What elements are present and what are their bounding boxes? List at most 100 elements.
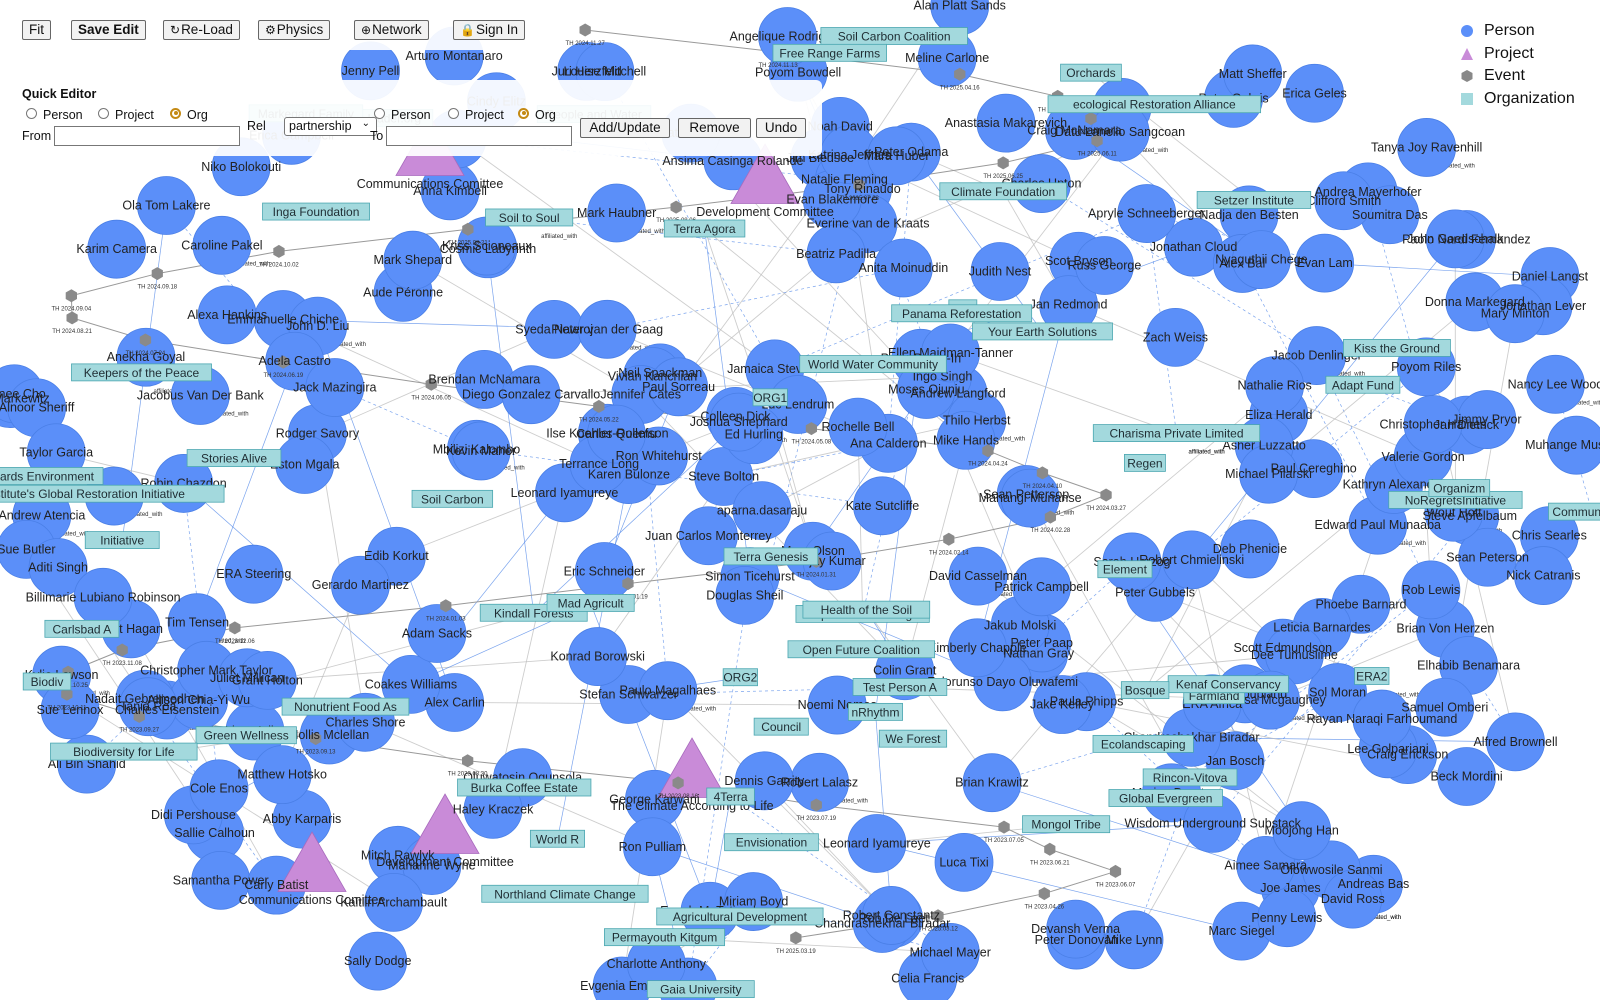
add-update-button[interactable]: Add/Update: [580, 118, 670, 138]
person-node[interactable]: [867, 126, 927, 186]
organization-node[interactable]: Stories Alive: [186, 449, 282, 467]
person-node[interactable]: [1514, 546, 1573, 605]
organization-node[interactable]: Mad Agricult: [546, 594, 635, 612]
person-node[interactable]: [1485, 284, 1545, 344]
person-node[interactable]: [1117, 184, 1177, 243]
organization-node[interactable]: ORG2: [722, 668, 758, 687]
person-node[interactable]: [1425, 209, 1485, 269]
event-node[interactable]: [998, 820, 1010, 834]
save-edit-button[interactable]: Save Edit: [71, 20, 146, 40]
to-type-org-radio[interactable]: Org: [518, 107, 556, 122]
organization-node[interactable]: Charisma Private Limited: [1092, 424, 1261, 442]
person-node[interactable]: [1397, 118, 1457, 177]
event-node[interactable]: [151, 267, 163, 281]
organization-node[interactable]: Mongol Tribe: [1022, 815, 1111, 834]
organization-node[interactable]: nRhythm: [847, 702, 903, 721]
from-input[interactable]: [54, 126, 240, 146]
person-node[interactable]: [1547, 415, 1600, 475]
person-node[interactable]: [451, 421, 511, 481]
event-node[interactable]: [672, 776, 684, 790]
person-node[interactable]: [28, 538, 88, 597]
organization-node[interactable]: World Water Community: [799, 355, 947, 373]
organization-node[interactable]: Soil Carbon: [411, 489, 494, 508]
person-node[interactable]: [224, 544, 284, 604]
person-node[interactable]: [364, 872, 424, 932]
person-node[interactable]: [853, 476, 912, 536]
organization-node[interactable]: Organizm: [1428, 479, 1491, 497]
person-node[interactable]: [934, 832, 994, 892]
organization-node[interactable]: ORG1: [752, 388, 788, 407]
from-type-org-radio[interactable]: Org: [170, 107, 208, 122]
organization-node[interactable]: Adapt Fund: [1325, 375, 1401, 394]
relationship-select[interactable]: partnership ⌄: [284, 117, 377, 136]
event-node[interactable]: [982, 444, 994, 458]
event-node[interactable]: [1038, 887, 1050, 901]
organization-node[interactable]: Your Earth Solutions: [972, 322, 1113, 341]
event-node[interactable]: [65, 289, 77, 303]
person-node[interactable]: [305, 358, 365, 417]
organization-node[interactable]: World R: [529, 829, 585, 848]
person-node[interactable]: [1000, 468, 1060, 528]
organization-node[interactable]: Soil Carbon Coalition: [820, 27, 968, 45]
person-node[interactable]: [1032, 675, 1092, 734]
person-node[interactable]: [1323, 869, 1383, 929]
event-node[interactable]: [670, 200, 682, 214]
person-node[interactable]: [732, 481, 792, 541]
organization-node[interactable]: Envisionation: [724, 833, 819, 852]
person-node[interactable]: [1236, 836, 1296, 895]
organization-node[interactable]: Climate Foundation: [939, 182, 1068, 201]
person-node[interactable]: [873, 238, 933, 298]
person-node[interactable]: [1245, 356, 1305, 415]
project-node[interactable]: [277, 831, 347, 892]
event-node[interactable]: [805, 422, 817, 436]
event-node[interactable]: [229, 621, 241, 635]
event-node[interactable]: [116, 643, 128, 657]
person-node[interactable]: [847, 814, 907, 873]
event-node[interactable]: [579, 23, 591, 37]
event-node[interactable]: [1036, 466, 1049, 480]
person-node[interactable]: [1486, 712, 1545, 772]
person-node[interactable]: [189, 759, 249, 819]
organization-node[interactable]: Towards Environment: [0, 467, 104, 485]
person-node[interactable]: [1295, 233, 1355, 293]
organization-node[interactable]: Council: [753, 717, 809, 736]
event-node[interactable]: [1044, 842, 1056, 856]
organization-node[interactable]: Northland Climate Change: [481, 884, 649, 903]
event-node[interactable]: [622, 577, 634, 591]
organization-node[interactable]: Gaia University: [646, 980, 755, 999]
organization-node[interactable]: Keepers of the Peace: [71, 363, 212, 382]
event-node[interactable]: [1085, 112, 1097, 126]
person-node[interactable]: [118, 677, 178, 737]
person-node[interactable]: [1257, 888, 1317, 948]
person-node[interactable]: [1239, 444, 1298, 504]
person-node[interactable]: [137, 176, 196, 235]
person-node[interactable]: [1308, 663, 1368, 722]
organization-node[interactable]: Terra Genesis: [723, 547, 819, 566]
event-node[interactable]: [932, 909, 944, 923]
person-node[interactable]: [383, 230, 443, 290]
person-node[interactable]: [1285, 63, 1344, 123]
organization-node[interactable]: Green Wellness: [195, 726, 297, 745]
person-node[interactable]: [192, 215, 252, 275]
person-node[interactable]: [709, 392, 769, 452]
organization-node[interactable]: Rincon-Vitova: [1142, 768, 1238, 787]
event-node[interactable]: [462, 222, 474, 236]
reload-button[interactable]: ↻Re-Load: [163, 20, 240, 40]
event-node[interactable]: [1091, 134, 1103, 148]
undo-button[interactable]: Undo: [756, 118, 806, 138]
organization-node[interactable]: Inga Foundation: [262, 202, 370, 221]
person-node[interactable]: [715, 565, 775, 625]
person-node[interactable]: [568, 627, 628, 686]
organization-node[interactable]: Element: [1097, 560, 1153, 579]
person-node[interactable]: [1075, 236, 1134, 295]
person-node[interactable]: [87, 219, 147, 279]
person-node[interactable]: [970, 242, 1030, 301]
person-node[interactable]: [679, 506, 738, 566]
organization-node[interactable]: ERA2: [1354, 667, 1390, 685]
person-node[interactable]: [649, 357, 708, 417]
organization-node[interactable]: Test Person A: [852, 678, 948, 696]
from-type-person-radio[interactable]: Person: [26, 107, 83, 122]
person-node[interactable]: [976, 93, 1036, 153]
person-node[interactable]: [1232, 230, 1291, 290]
person-node[interactable]: [1437, 747, 1496, 806]
